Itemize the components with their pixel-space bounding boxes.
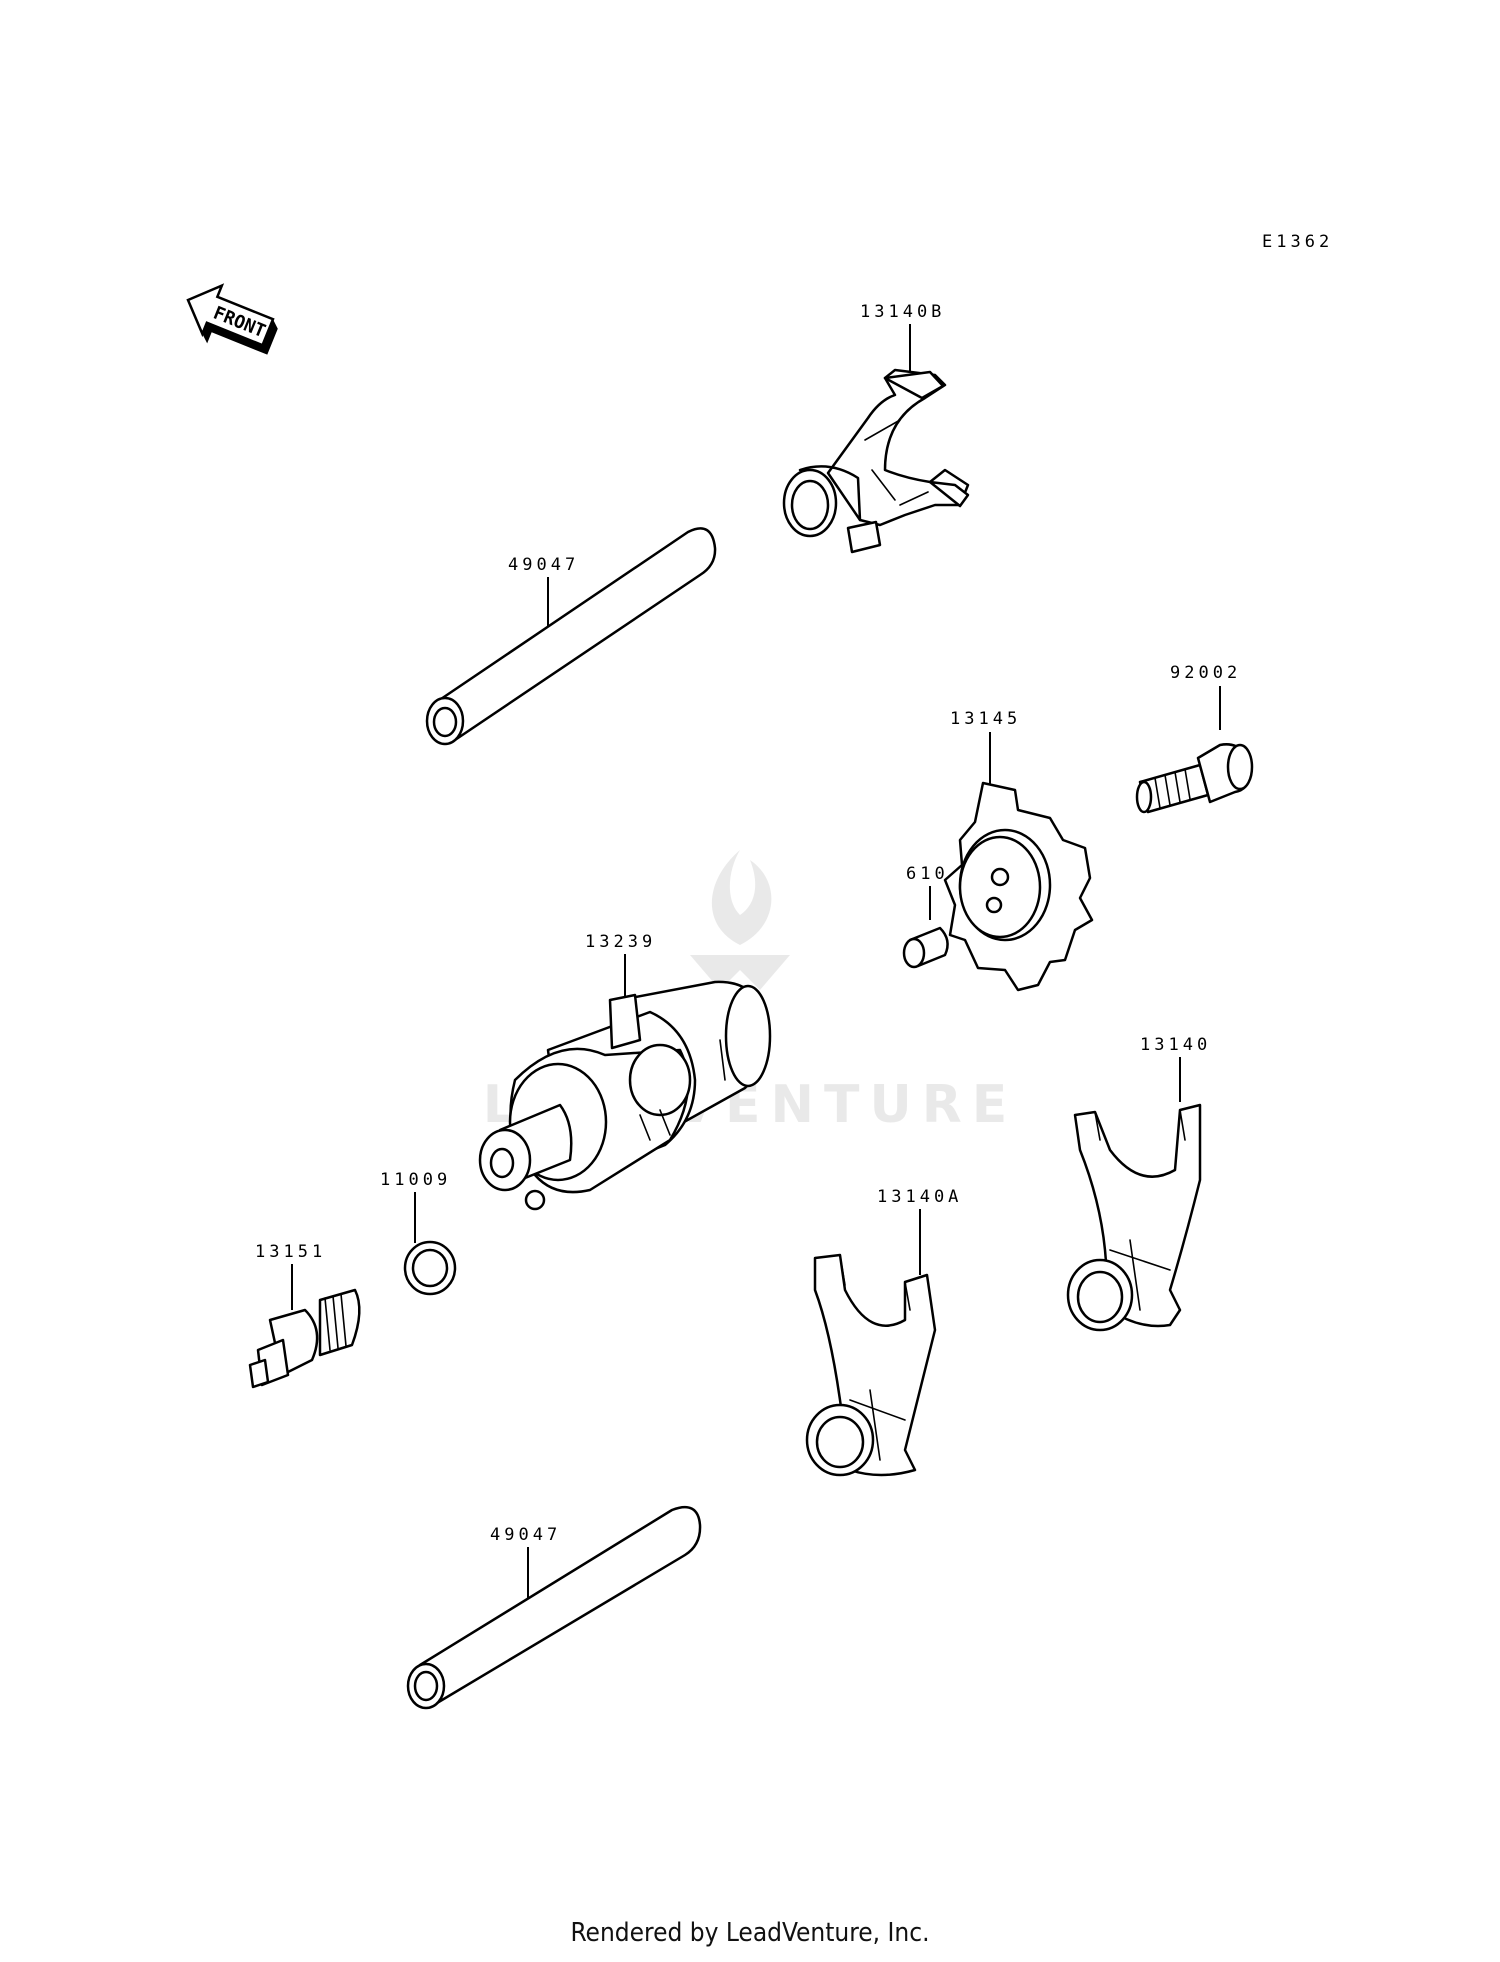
bolt-92002: 92002 <box>1135 663 1254 814</box>
front-arrow: FRONT <box>186 283 278 355</box>
label-13239: 13239 <box>585 932 656 952</box>
shift-fork-13140: 13140 <box>1066 1035 1211 1332</box>
label-92002: 92002 <box>1170 663 1241 683</box>
label-49047-lower: 49047 <box>490 1525 561 1545</box>
shaft-lower-49047: 49047 <box>406 1505 702 1710</box>
footer-credit: Rendered by LeadVenture, Inc. <box>570 1918 930 1948</box>
shaft-upper-49047: 49047 <box>425 527 717 746</box>
label-11009: 11009 <box>380 1170 451 1190</box>
shift-fork-13140b: 13140B <box>782 302 970 554</box>
label-13145: 13145 <box>950 709 1021 729</box>
label-13140b: 13140B <box>860 302 945 322</box>
label-13140a: 13140A <box>877 1187 962 1207</box>
label-610: 610 <box>906 864 949 884</box>
washer-11009: 11009 <box>380 1170 457 1296</box>
pin-610: 610 <box>902 864 949 969</box>
label-13151: 13151 <box>255 1242 326 1262</box>
label-13140: 13140 <box>1140 1035 1211 1055</box>
label-49047-upper: 49047 <box>508 555 579 575</box>
cam-plate-13145: 13145 <box>943 709 1094 992</box>
shift-drum-13239: 13239 <box>478 932 772 1211</box>
diagram-code: E1362 <box>1262 232 1333 252</box>
neutral-switch-13151: 13151 <box>248 1242 361 1389</box>
shift-fork-13140a: 13140A <box>805 1187 962 1477</box>
